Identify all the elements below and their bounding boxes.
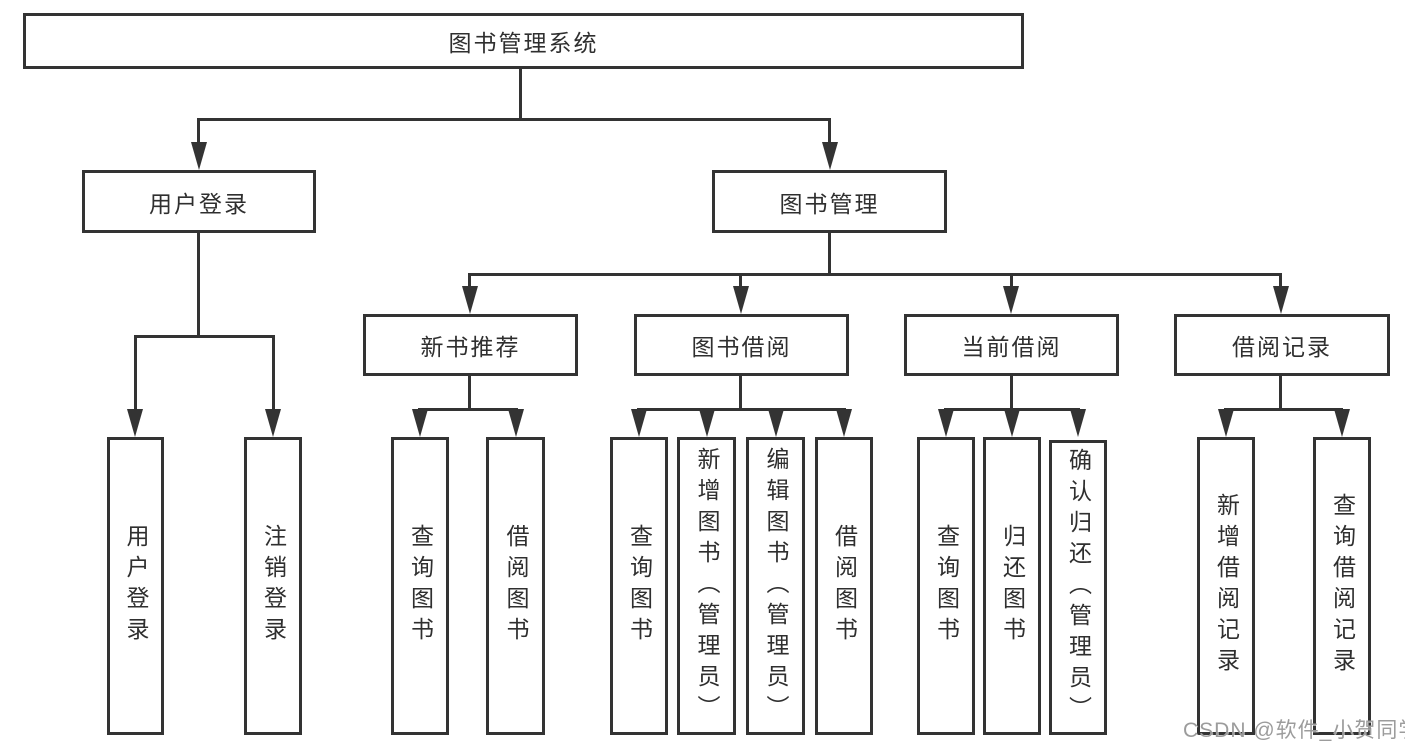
leaf-newbook-query-books-label: 查询图书 [407, 524, 434, 648]
connector-line [519, 69, 522, 118]
connector-line [272, 335, 275, 411]
leaf-records-query-record-label: 查询借阅记录 [1329, 493, 1356, 679]
arrow-down-icon [1003, 286, 1019, 314]
leaf-borrowing-query-books: 查询图书 [610, 437, 668, 735]
leaf-current-query-books: 查询图书 [917, 437, 975, 735]
leaf-current-return-books: 归还图书 [983, 437, 1041, 735]
leaf-current-confirm-return-admin: 确认归还（管理员） [1049, 440, 1107, 735]
leaf-current-query-books-label: 查询图书 [933, 524, 960, 648]
leaf-newbook-query-books: 查询图书 [391, 437, 449, 735]
node-user-login-branch-label: 用户登录 [149, 190, 249, 217]
node-new-book-recommend-label: 新书推荐 [420, 334, 521, 360]
leaf-logout-label: 注销登录 [260, 524, 287, 648]
connector-line [1010, 273, 1013, 289]
leaf-records-query-record: 查询借阅记录 [1313, 437, 1371, 735]
arrow-down-icon [699, 409, 715, 437]
connector-line [1224, 408, 1343, 411]
connector-line [739, 273, 742, 289]
arrow-down-icon [1334, 409, 1350, 437]
leaf-user-login: 用户登录 [107, 437, 164, 735]
node-user-login-branch: 用户登录 [82, 170, 316, 233]
arrow-down-icon [462, 286, 478, 314]
leaf-borrowing-borrow-books: 借阅图书 [815, 437, 873, 735]
leaf-records-add-record-label: 新增借阅记录 [1213, 493, 1240, 679]
leaf-borrowing-add-books-admin-label: 新增图书（管理员） [694, 446, 720, 726]
node-borrowing-records-label: 借阅记录 [1232, 334, 1332, 360]
arrow-down-icon [768, 409, 784, 437]
arrow-down-icon [631, 409, 647, 437]
node-current-borrowing: 当前借阅 [904, 314, 1119, 376]
connector-line [637, 408, 846, 411]
leaf-borrowing-add-books-admin: 新增图书（管理员） [677, 437, 736, 735]
arrow-down-icon [822, 142, 838, 170]
connector-line [468, 376, 471, 408]
leaf-current-confirm-return-admin-label: 确认归还（管理员） [1065, 448, 1092, 727]
leaf-records-add-record: 新增借阅记录 [1197, 437, 1255, 735]
arrow-down-icon [412, 409, 428, 437]
arrow-down-icon [265, 409, 281, 437]
node-book-management-branch-label: 图书管理 [779, 190, 880, 217]
arrow-down-icon [127, 409, 143, 437]
leaf-borrowing-borrow-books-label: 借阅图书 [831, 524, 858, 648]
connector-line [1010, 376, 1013, 408]
connector-line [1279, 273, 1282, 289]
csdn-watermark: CSDN @软件_小贺同学 [1183, 719, 1405, 742]
leaf-borrowing-query-books-label: 查询图书 [626, 524, 653, 648]
connector-line [134, 335, 137, 411]
connector-line [197, 118, 831, 121]
leaf-logout: 注销登录 [244, 437, 302, 735]
leaf-borrowing-edit-books-admin: 编辑图书（管理员） [746, 437, 805, 735]
node-current-borrowing-label: 当前借阅 [961, 334, 1062, 360]
connector-line [828, 118, 831, 146]
connector-line [468, 273, 1282, 276]
connector-line [418, 408, 518, 411]
leaf-newbook-borrow-books-label: 借阅图书 [503, 524, 529, 648]
arrow-down-icon [191, 142, 207, 170]
arrow-down-icon [938, 409, 954, 437]
connector-line [828, 233, 831, 273]
node-library-system-label: 图书管理系统 [448, 30, 599, 56]
node-library-system: 图书管理系统 [23, 13, 1024, 69]
arrow-down-icon [1218, 409, 1234, 437]
arrow-down-icon [1273, 286, 1289, 314]
connector-line [739, 376, 742, 408]
connector-line [197, 118, 200, 146]
node-book-borrowing: 图书借阅 [634, 314, 849, 376]
node-book-borrowing-label: 图书借阅 [691, 334, 792, 360]
arrow-down-icon [733, 286, 749, 314]
leaf-user-login-label: 用户登录 [123, 524, 149, 648]
leaf-newbook-borrow-books: 借阅图书 [486, 437, 545, 735]
arrow-down-icon [836, 409, 852, 437]
arrow-down-icon [508, 409, 524, 437]
connector-line [134, 335, 275, 338]
connector-line [468, 273, 471, 289]
node-book-management-branch: 图书管理 [712, 170, 947, 233]
leaf-borrowing-edit-books-admin-label: 编辑图书（管理员） [763, 446, 789, 726]
arrow-down-icon [1070, 409, 1086, 437]
connector-line [197, 233, 200, 335]
node-borrowing-records: 借阅记录 [1174, 314, 1390, 376]
arrow-down-icon [1004, 409, 1020, 437]
leaf-current-return-books-label: 归还图书 [999, 524, 1026, 648]
connector-line [1279, 376, 1282, 408]
node-new-book-recommend: 新书推荐 [363, 314, 578, 376]
